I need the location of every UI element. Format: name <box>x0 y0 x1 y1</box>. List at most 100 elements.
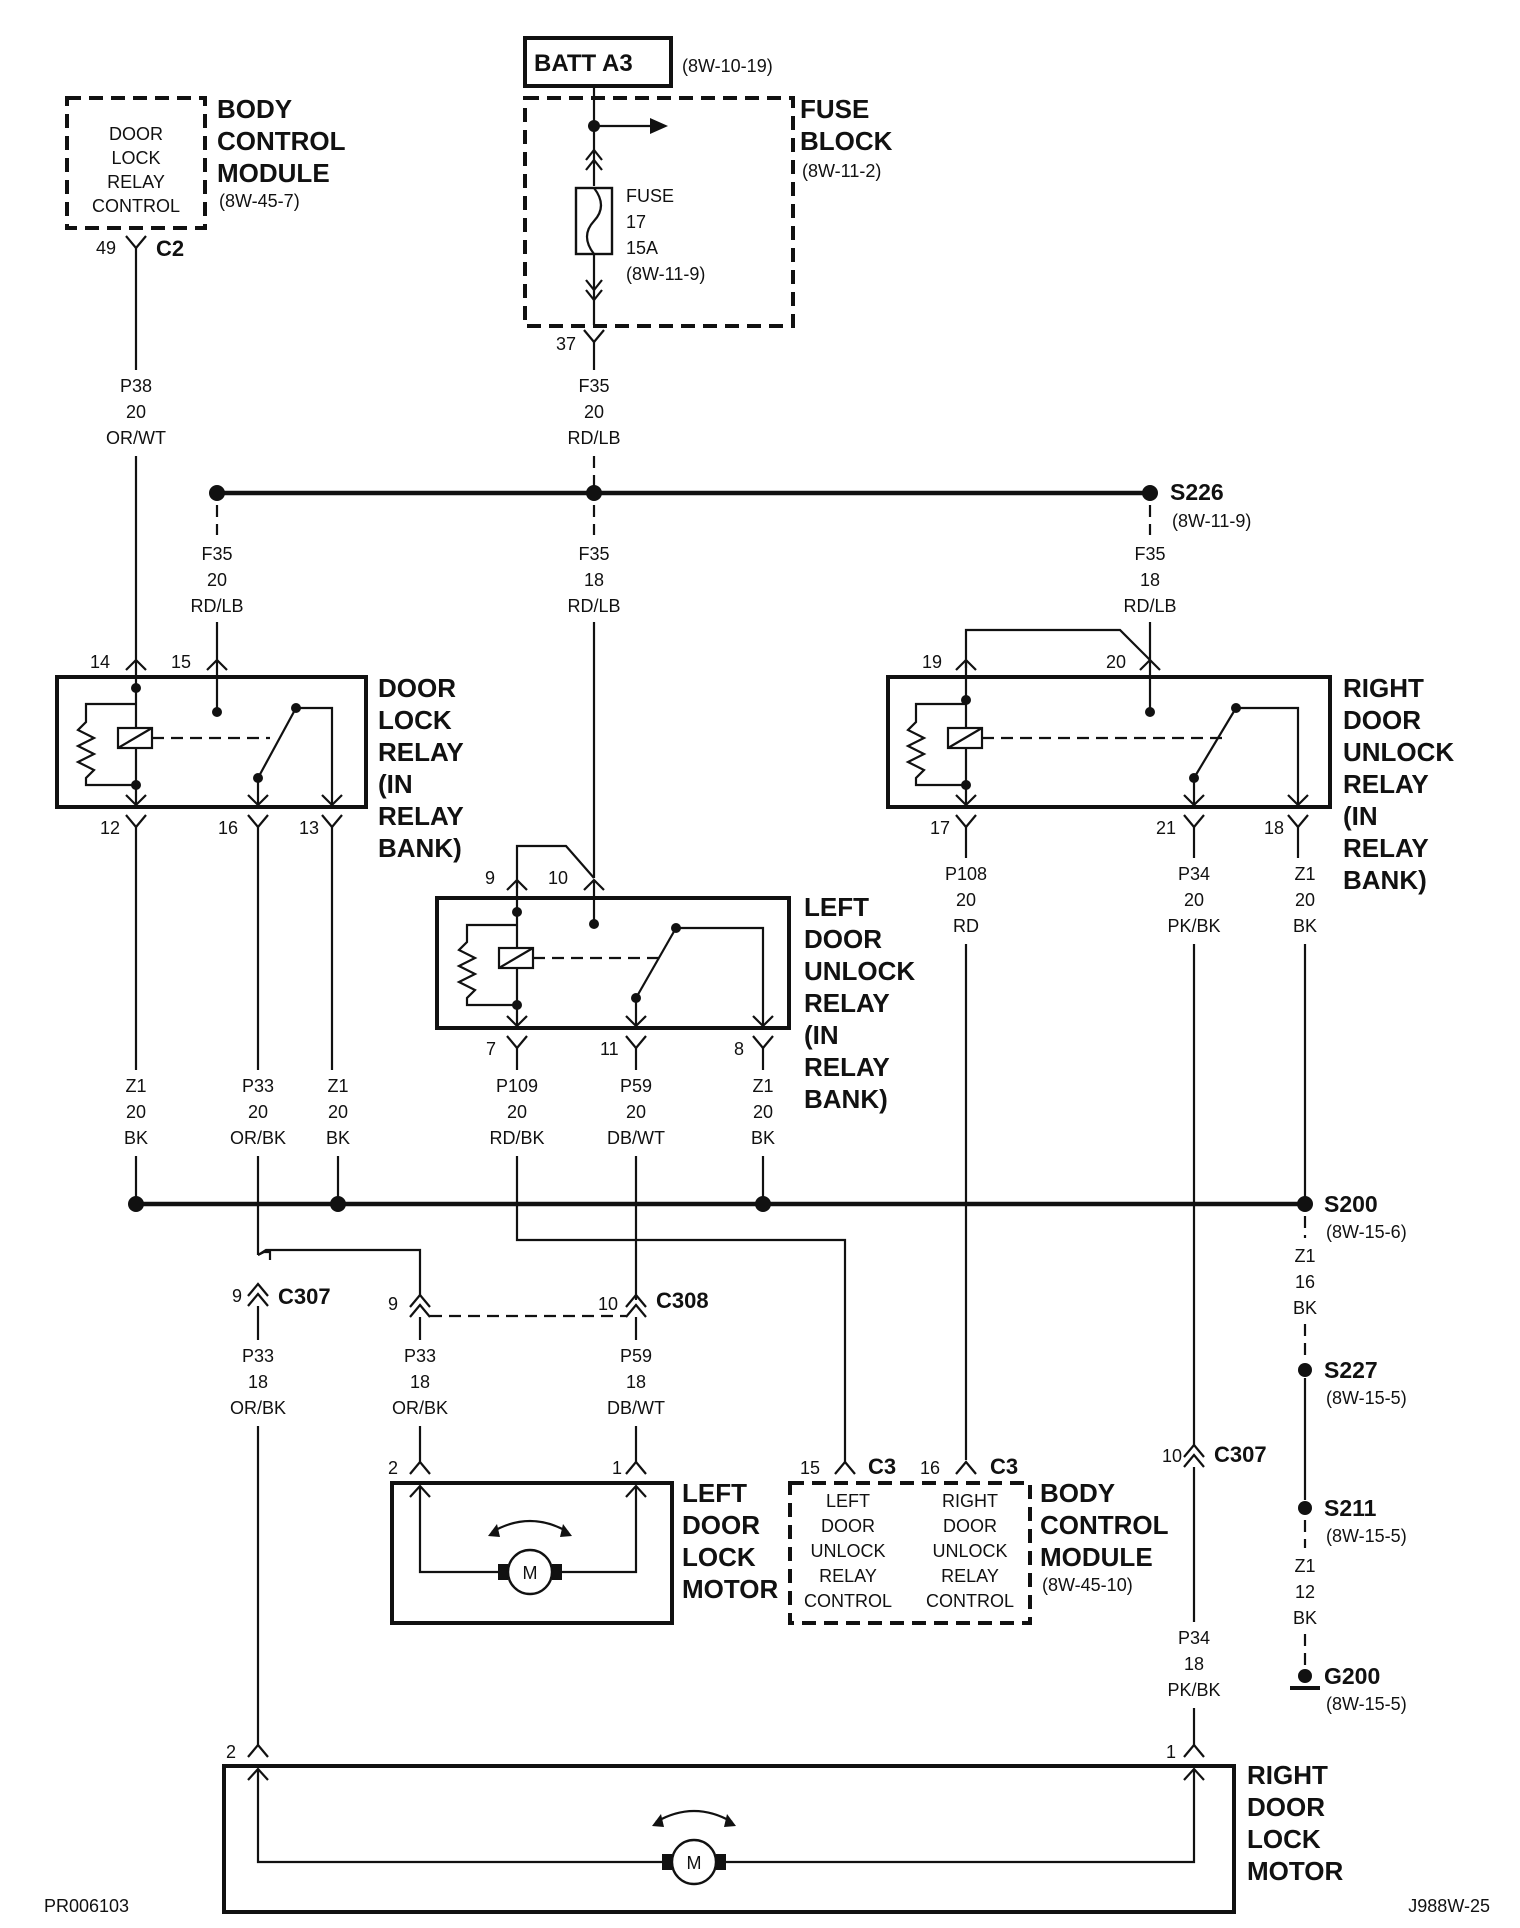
left-door-unlock-relay: 9 10 7 11 8 LEFT DOOR UNLOCK RELAY (IN R… <box>435 844 915 1114</box>
fuse-block-outline <box>523 96 795 328</box>
svg-text:20: 20 <box>1184 890 1204 910</box>
wire-label-p108: P108 20 RD <box>945 864 987 936</box>
c307-right-pin: 10 <box>1162 1446 1182 1466</box>
svg-text:18: 18 <box>248 1372 268 1392</box>
bcm-top-pin: 49 <box>96 238 116 258</box>
bcm-top-title-1: BODY <box>217 94 292 124</box>
dlr-title-1: DOOR <box>378 673 456 703</box>
wire-label-z1-16: Z1 16 BK <box>1293 1246 1317 1318</box>
rdur-pin-18: 18 <box>1264 818 1284 838</box>
rdlm-outline <box>222 1764 1236 1914</box>
svg-text:20: 20 <box>248 1102 268 1122</box>
svg-text:20: 20 <box>956 890 976 910</box>
bcm-bottom-title-3: MODULE <box>1040 1542 1153 1572</box>
bcm-top: DOOR LOCK RELAY CONTROL BODY CONTROL MOD… <box>65 94 346 370</box>
rdlm-title-2: DOOR <box>1247 1792 1325 1822</box>
bcm-bottom-title-1: BODY <box>1040 1478 1115 1508</box>
ldur-pin-8: 8 <box>734 1039 744 1059</box>
wire-label-f35-main: F35 20 RD/LB <box>567 376 620 448</box>
svg-text:RD/LB: RD/LB <box>567 596 620 616</box>
wire-label-z1-c: Z1 20 BK <box>751 1076 775 1148</box>
rdur-title-3: UNLOCK <box>1343 737 1454 767</box>
ldur-outline <box>435 896 791 1030</box>
batt-label: BATT A3 <box>534 50 633 77</box>
bcm-right-3: UNLOCK <box>932 1541 1007 1561</box>
ldur-title-3: UNLOCK <box>804 956 915 986</box>
svg-text:18: 18 <box>1140 570 1160 590</box>
svg-text:OR/BK: OR/BK <box>230 1398 286 1418</box>
ldlm-pin-2: 2 <box>388 1458 398 1478</box>
ldlm-title-1: LEFT <box>682 1478 747 1508</box>
fuse-block-title-1: FUSE <box>800 94 869 124</box>
dlr-title-2: LOCK <box>378 705 452 735</box>
ground-icon <box>1298 1669 1312 1683</box>
svg-text:BK: BK <box>326 1128 350 1148</box>
rdlm-pin-2: 2 <box>226 1742 236 1762</box>
ldur-pin-10: 10 <box>548 868 568 888</box>
splice-dot-s227 <box>1298 1363 1312 1377</box>
wire-label-z1-b: Z1 20 BK <box>326 1076 350 1148</box>
svg-text:RD/LB: RD/LB <box>567 428 620 448</box>
rdur-title-4: RELAY <box>1343 769 1429 799</box>
wire-label-p109: P109 20 RD/BK <box>489 1076 544 1148</box>
g200-label: G200 <box>1324 1663 1380 1689</box>
splice-dot-c <box>755 1196 771 1212</box>
bcm-bottom-pin-16: 16 <box>920 1458 940 1478</box>
wire-label-p59-lm: P59 18 DB/WT <box>607 1346 665 1418</box>
ldur-title-2: DOOR <box>804 924 882 954</box>
rotation-arrow-icon <box>655 1809 733 1823</box>
c307-right-label: C307 <box>1214 1442 1267 1467</box>
footer-left: PR006103 <box>44 1896 129 1916</box>
svg-text:PK/BK: PK/BK <box>1167 1680 1220 1700</box>
splice-bus-s200: S200 (8W-15-6) <box>128 1191 1407 1242</box>
bcm-bottom: 15 C3 16 C3 LEFT DOOR UNLOCK RELAY CONTR… <box>788 1454 1169 1625</box>
rdur-pin-17: 17 <box>930 818 950 838</box>
svg-text:20: 20 <box>584 402 604 422</box>
ldur-pin-7: 7 <box>486 1039 496 1059</box>
svg-text:18: 18 <box>1184 1654 1204 1674</box>
svg-text:Z1: Z1 <box>125 1076 146 1096</box>
rdur-pin-20: 20 <box>1106 652 1126 672</box>
bcm-bottom-connector-left: C3 <box>868 1454 896 1479</box>
svg-text:BK: BK <box>1293 1298 1317 1318</box>
svg-text:BK: BK <box>751 1128 775 1148</box>
wire-label-p38: P38 20 OR/WT <box>106 376 166 448</box>
bcm-right-4: RELAY <box>941 1566 999 1586</box>
rdur-title-2: DOOR <box>1343 705 1421 735</box>
wire-label-p33-lm: P33 18 OR/BK <box>392 1346 448 1418</box>
left-door-lock-motor: 2 1 M LEFT DOOR LOCK MOTOR <box>388 1458 779 1625</box>
svg-text:OR/WT: OR/WT <box>106 428 166 448</box>
feed-arrow-icon <box>650 118 668 134</box>
rdlm-motor-label: M <box>687 1853 702 1873</box>
batt-box <box>523 36 673 88</box>
rdur-title-5: (IN <box>1343 801 1378 831</box>
svg-text:RD: RD <box>953 916 979 936</box>
bcm-left-3: UNLOCK <box>810 1541 885 1561</box>
dlr-pin-16: 16 <box>218 818 238 838</box>
door-lock-relay: 14 15 12 16 13 DOOR LOCK RELAY (IN RELAY… <box>55 652 464 863</box>
svg-text:P33: P33 <box>404 1346 436 1366</box>
fuse-block-title-2: BLOCK <box>800 126 893 156</box>
svg-text:PK/BK: PK/BK <box>1167 916 1220 936</box>
svg-text:P108: P108 <box>945 864 987 884</box>
fuse-label-1: FUSE <box>626 186 674 206</box>
bcm-bottom-outline <box>788 1481 1032 1625</box>
bcm-right-5: CONTROL <box>926 1591 1014 1611</box>
bcm-bottom-ref: (8W-45-10) <box>1042 1575 1133 1595</box>
svg-text:P59: P59 <box>620 1346 652 1366</box>
ldlm-motor-label: M <box>523 1563 538 1583</box>
svg-text:DB/WT: DB/WT <box>607 1398 665 1418</box>
dlr-pin-13: 13 <box>299 818 319 838</box>
svg-text:Z1: Z1 <box>1294 1556 1315 1576</box>
s227-label: S227 <box>1324 1357 1378 1383</box>
bcm-top-title-2: CONTROL <box>217 126 346 156</box>
svg-text:Z1: Z1 <box>1294 1246 1315 1266</box>
svg-text:RD/BK: RD/BK <box>489 1128 544 1148</box>
bcm-bottom-pin-15: 15 <box>800 1458 820 1478</box>
fuse-pin-37: 37 <box>556 334 576 354</box>
ldlm-outline <box>390 1481 674 1625</box>
svg-text:20: 20 <box>207 570 227 590</box>
dlr-pin-14: 14 <box>90 652 110 672</box>
batt-ref: (8W-10-19) <box>682 56 773 76</box>
